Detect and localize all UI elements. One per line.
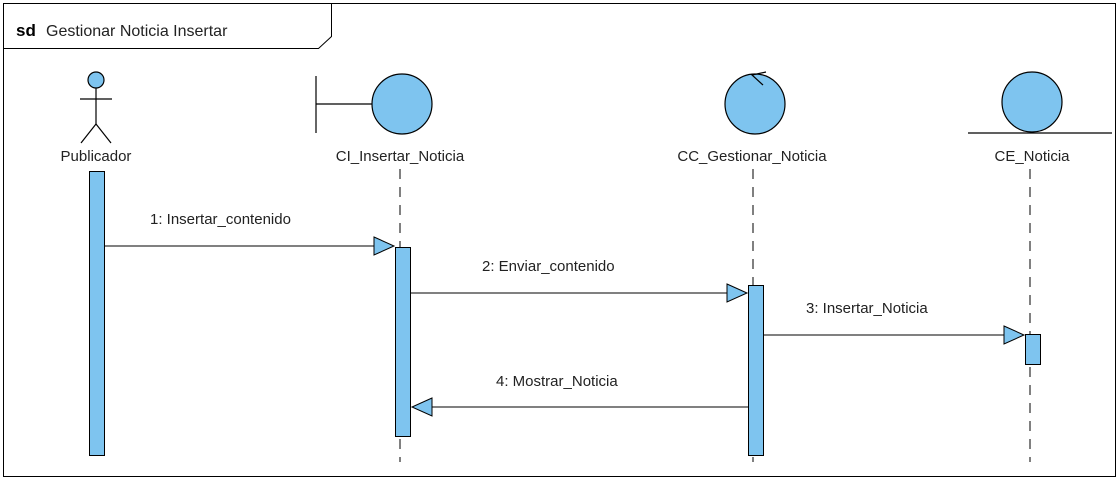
control-icon [724, 71, 786, 135]
message-label-4: 4: Mostrar_Noticia [496, 373, 618, 390]
lifeline-label-ce: CE_Noticia [994, 148, 1070, 165]
arrowhead-filled [726, 283, 749, 303]
message-label-3: 3: Insertar_Noticia [806, 300, 928, 317]
lifeline-ce-noticia[interactable]: CE_Noticia [968, 71, 1112, 462]
frame-title: Gestionar Noticia Insertar [46, 23, 228, 40]
lifeline-ci-insertar-noticia[interactable]: CI_Insertar_Noticia [315, 73, 465, 462]
message-4[interactable]: 4: Mostrar_Noticia [410, 373, 748, 417]
lifeline-publicador[interactable]: Publicador [61, 71, 132, 456]
arrowhead-filled [373, 236, 396, 256]
activation-bar-ce [1025, 334, 1041, 365]
frame-keyword: sd [16, 21, 36, 40]
diagram-frame: sd Gestionar Noticia Insertar [3, 3, 1116, 477]
message-1[interactable]: 1: Insertar_contenido [104, 211, 396, 256]
lifeline-label-cc: CC_Gestionar_Noticia [677, 148, 827, 165]
lifeline-label-ci: CI_Insertar_Noticia [336, 148, 465, 165]
entity-icon [968, 71, 1112, 134]
actor-icon [80, 71, 112, 144]
arrowhead-filled [410, 397, 433, 417]
activation-bar-ci [395, 247, 411, 437]
message-2[interactable]: 2: Enviar_contenido [410, 258, 749, 303]
message-3[interactable]: 3: Insertar_Noticia [763, 300, 1026, 345]
lifeline-label-publicador: Publicador [61, 148, 132, 165]
lifeline-cc-gestionar-noticia[interactable]: CC_Gestionar_Noticia [677, 71, 827, 462]
message-label-2: 2: Enviar_contenido [482, 258, 615, 275]
activation-bar-publicador [89, 171, 105, 456]
arrowhead-filled [1003, 325, 1026, 345]
message-label-1: 1: Insertar_contenido [150, 211, 291, 228]
boundary-icon [315, 73, 433, 135]
activation-bar-cc [748, 285, 764, 456]
